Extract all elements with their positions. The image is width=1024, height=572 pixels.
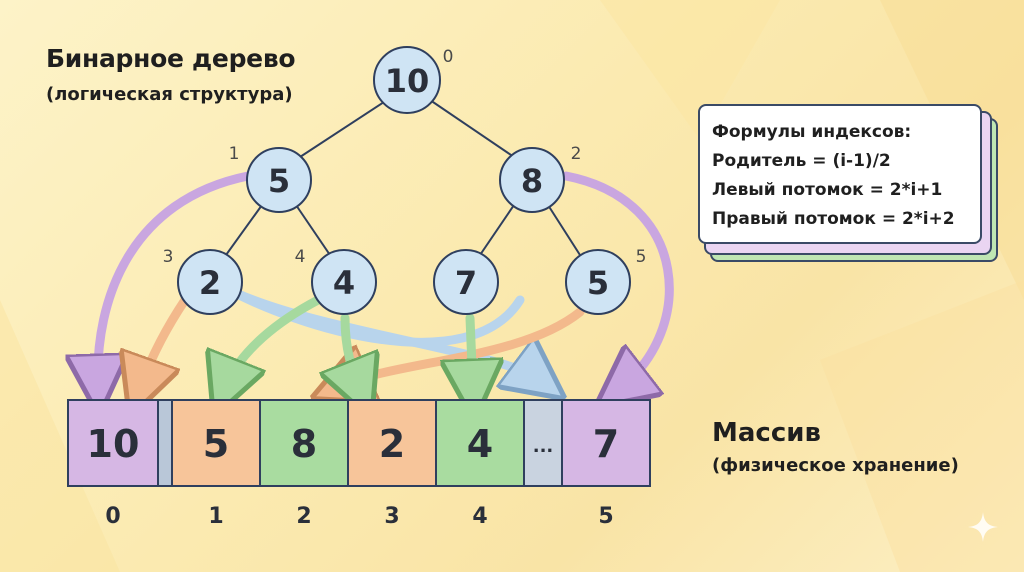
array-value-2: 8 [291,422,317,466]
tree-node-lr [311,249,377,315]
tree-subtitle: (логическая структура) [46,84,293,105]
node-value-l: 5 [268,162,290,200]
tree-node-rl [433,249,499,315]
arrow-4-to-cell [225,295,323,388]
node-index-rr: 5 [636,247,647,267]
arrow-2-to-slot [215,280,540,380]
edge-1-3 [225,204,263,256]
sparkle-icon [968,512,998,542]
formula-card-stack: Формулы индексов: Родитель = (i-1)/2 Лев… [698,104,998,262]
array-gap-cell [157,399,173,487]
formula-parent: Родитель = (i-1)/2 [712,151,891,171]
array-cell-5 [561,399,651,487]
array-value-3: 2 [379,422,405,466]
array-index-1: 1 [208,504,223,529]
edge-1-4 [295,204,331,256]
array-ellipsis: ... [533,436,554,457]
node-value-rl: 7 [455,264,477,302]
tree-node-l [246,147,312,213]
node-index-l: 1 [229,144,240,164]
array-cell-0 [67,399,159,487]
array-index-4: 4 [472,504,487,529]
array-index-2: 2 [296,504,311,529]
edge-0-2 [429,99,515,158]
formula-left-child: Левый потомок = 2*i+1 [712,180,943,200]
arrow-8-to-slot [561,171,674,388]
edge-0-1 [299,99,388,158]
arrow-4-to-cell-b [345,313,360,390]
array-cell-4 [435,399,525,487]
tree-node-rr [565,249,631,315]
formula-card: Формулы индексов: Родитель = (i-1)/2 Лев… [698,104,982,244]
tree-title: Бинарное дерево [46,44,296,73]
array-index-0: 0 [105,504,120,529]
formula-title: Формулы индексов: [712,122,912,142]
node-value-rr: 5 [587,264,609,302]
formula-right-child: Правый потомок = 2*i+2 [712,209,955,229]
tree-node-ll [177,249,243,315]
array-value-1: 5 [203,422,229,466]
array-index-5: 5 [598,504,613,529]
edge-2-5 [479,204,515,256]
array-value-4: 4 [467,422,493,466]
node-value-lr: 4 [333,264,355,302]
array-value-5: 7 [593,422,619,466]
node-index-root: 0 [443,47,454,67]
arrow-5-to-slot [98,171,253,385]
array-cell-2 [259,399,349,487]
array-subtitle: (физическое хранение) [712,455,959,476]
node-index-lr: 4 [295,247,306,267]
array-index-3: 3 [384,504,399,529]
node-index-ll: 3 [163,247,174,267]
array-title: Массив [712,418,821,448]
arrow-7-to-cell [470,313,473,390]
node-index-r: 2 [571,144,582,164]
array-cell-3 [347,399,437,487]
node-value-r: 8 [521,162,543,200]
node-value-root: 10 [385,62,430,100]
arrow-2-to-cell [140,295,190,388]
edge-2-6 [547,204,581,256]
node-value-ll: 2 [199,264,221,302]
array-value-0: 10 [87,422,140,466]
tree-node-r [499,147,565,213]
array-cell-1 [171,399,261,487]
tree-node-root [373,46,441,114]
